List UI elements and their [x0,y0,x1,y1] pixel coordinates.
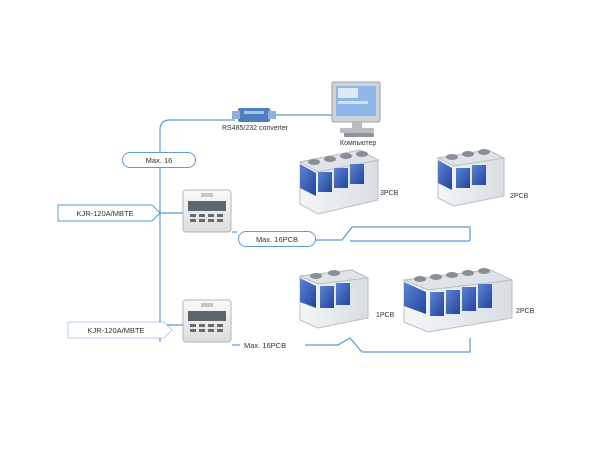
max16pcb-bottom-label: Max. 16PCB [244,341,287,350]
max16pcb-top-pill: Max. 16PCB [238,231,316,247]
computer-label: Компьютер [340,140,377,147]
controller-top-label: KJR-120A/MBTE [76,208,134,218]
chiller-unit-3pcb [298,149,380,215]
controller-bottom-tag-shape [67,321,173,339]
chiller-unit-2pcb-bottom [402,268,514,333]
unit-3pcb-label: 3PCB [380,190,399,197]
unit-2pcb-top-label: 2PCB [510,193,529,200]
converter-link-line [159,119,235,342]
computer-monitor [331,81,381,137]
max16-pill: Max. 16 [122,152,196,168]
converter-label: RS485/232 converter [222,125,289,132]
controller-bottom-label: KJR-120A/MBTE [87,325,145,335]
top-bus-line-right [316,226,471,242]
controller-top-tag-shape [57,204,161,222]
chiller-unit-1pcb [298,269,370,329]
bottom-bus-line-right [305,337,471,353]
controller-top-device [182,189,232,233]
unit-2pcb-bottom-label: 2PCB [516,308,535,315]
unit-1pcb-label: 1PCB [376,312,395,319]
chiller-unit-2pcb-top [436,149,506,207]
controller-bottom-device [182,299,232,343]
converter-device [232,108,276,122]
